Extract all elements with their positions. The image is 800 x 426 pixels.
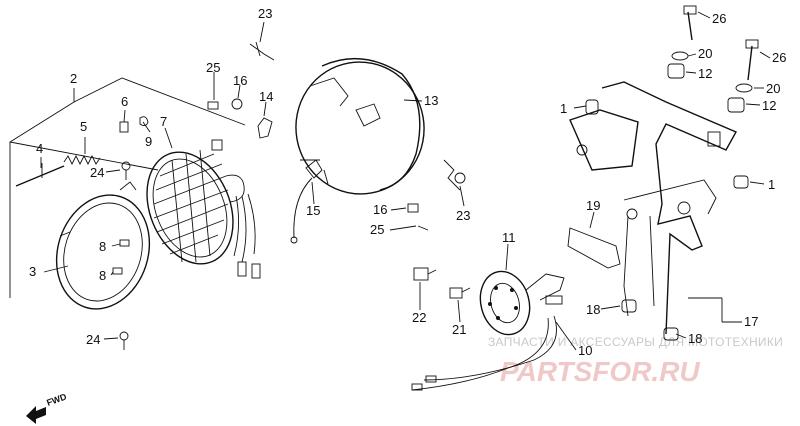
adjust-screw: [15, 163, 65, 187]
horn-wire: [411, 315, 557, 391]
rubbers-12: [667, 63, 745, 113]
adjust-spring: [63, 154, 101, 166]
callout-20-right: 20: [766, 81, 780, 96]
bolt-26-right: [745, 39, 759, 81]
callout-15: 15: [306, 203, 320, 218]
callout-12-right: 12: [762, 98, 776, 113]
callout-19: 19: [586, 198, 600, 213]
callout-13: 13: [424, 93, 438, 108]
washers-16-25: [407, 203, 429, 231]
collars: [585, 99, 749, 189]
watermark-caption: ЗАПЧАСТИ И АКСЕССУАРЫ ДЛЯ МОТОТЕХНИКИ: [488, 335, 783, 349]
callout-21: 21: [452, 322, 466, 337]
headlight-lens-unit: [146, 139, 261, 279]
callout-16-mid: 16: [373, 202, 387, 217]
callout-20-left: 20: [698, 46, 712, 61]
assembly-bracket-2: [9, 77, 246, 298]
callout-24-bottom: 24: [86, 332, 100, 347]
callout-25-top: 25: [206, 60, 220, 75]
callout-1-right: 1: [768, 177, 775, 192]
watermark: ЗАПЧАСТИ И АКСЕССУАРЫ ДЛЯ МОТОТЕХНИКИ PA…: [488, 335, 783, 387]
callout-3: 3: [29, 264, 36, 279]
callout-18-left: 18: [586, 302, 600, 317]
callout-9: 9: [145, 134, 152, 149]
small-hardware-left: [119, 116, 149, 350]
callout-1-left: 1: [560, 101, 567, 116]
callout-16-top: 16: [233, 73, 247, 88]
horn: [479, 270, 565, 336]
leader-lines: [40, 11, 771, 351]
callout-8-bottom: 8: [99, 268, 106, 283]
headlight-rim: [55, 181, 151, 310]
callout-26-left: 26: [712, 11, 726, 26]
callout-25-mid: 25: [370, 222, 384, 237]
callout-23-top: 23: [258, 6, 272, 21]
callouts: 2 6 5 9 7 4 24 8 3 8 24 23 25 16 14 13 1…: [29, 6, 786, 358]
callout-24-top: 24: [90, 165, 104, 180]
headlight-case: [295, 57, 425, 195]
bolt-23-mid: [443, 159, 466, 191]
collars-18: [621, 299, 679, 341]
callout-26-right: 26: [772, 50, 786, 65]
bolt-21: [449, 287, 471, 299]
callout-5: 5: [80, 119, 87, 134]
callout-18-right: 18: [688, 331, 702, 346]
callout-6: 6: [121, 94, 128, 109]
callout-10: 10: [578, 343, 592, 358]
fwd-label: FWD: [45, 391, 68, 408]
headlight-bracket: [569, 81, 737, 335]
callout-22: 22: [412, 310, 426, 325]
stay-19: [567, 227, 621, 269]
callout-14: 14: [259, 89, 273, 104]
bolt-22: [413, 267, 437, 281]
watermark-logo: PARTSFOR.RU: [500, 356, 700, 387]
wire-harness-15: [290, 159, 323, 244]
callout-7: 7: [160, 114, 167, 129]
callout-2: 2: [70, 71, 77, 86]
fwd-arrow: FWD: [26, 391, 68, 424]
callout-12-left: 12: [698, 66, 712, 81]
callout-23-mid: 23: [456, 208, 470, 223]
callout-8-top: 8: [99, 239, 106, 254]
callout-11: 11: [502, 230, 516, 245]
small-hardware-top: [207, 41, 275, 139]
bolt-26-left: [683, 5, 697, 41]
callout-17: 17: [744, 314, 758, 329]
callout-4: 4: [36, 141, 43, 156]
